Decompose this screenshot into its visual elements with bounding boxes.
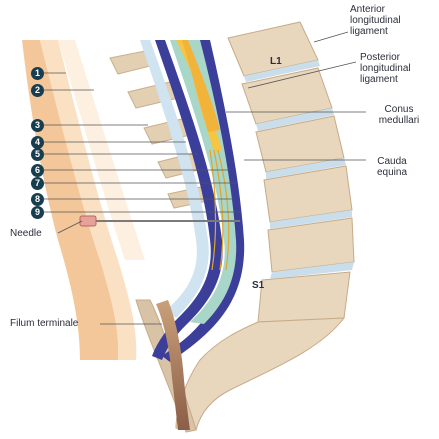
- needle-label: Needle: [10, 228, 42, 239]
- marker-1: 1: [31, 67, 44, 80]
- marker-6: 6: [31, 164, 44, 177]
- filum-terminale-label: Filum terminale: [10, 318, 78, 329]
- marker-3: 3: [31, 119, 44, 132]
- marker-7: 7: [31, 177, 44, 190]
- vertebra-s1-label: S1: [252, 280, 264, 291]
- marker-5: 5: [31, 148, 44, 161]
- anterior-ligament-label: Anterior longitudinal ligament: [350, 4, 430, 37]
- marker-8: 8: [31, 193, 44, 206]
- vertebra-l1-label: L1: [270, 56, 282, 67]
- marker-2: 2: [31, 84, 44, 97]
- posterior-ligament-label: Posterior longitudinal ligament: [360, 52, 436, 85]
- marker-9: 9: [31, 206, 44, 219]
- conus-label: Conus medullari: [364, 104, 434, 126]
- cauda-equina-label: Cauda equina: [364, 156, 420, 178]
